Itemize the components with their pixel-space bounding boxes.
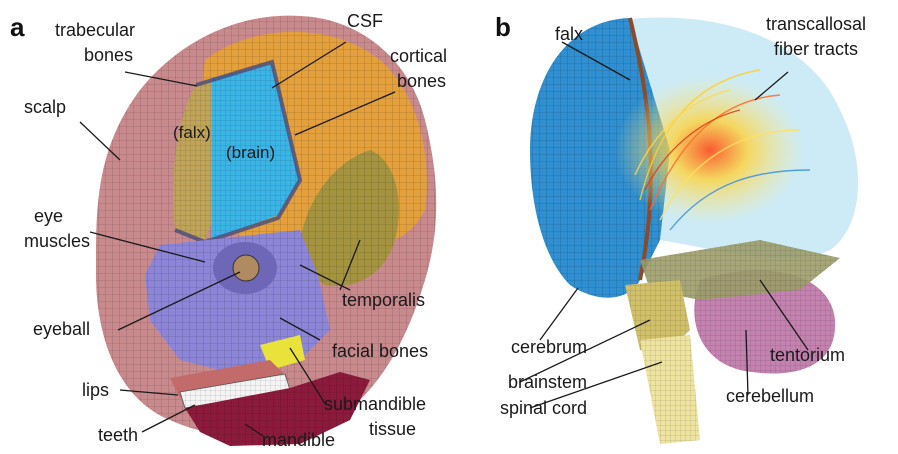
label-mandible: mandible — [262, 430, 335, 450]
label-spinal-cord: spinal cord — [500, 398, 587, 418]
label-trabecular-line1: trabecular — [55, 20, 135, 40]
label-cortical-line2: bones — [397, 71, 446, 91]
label-teeth: teeth — [98, 425, 138, 445]
label-tentorium: tentorium — [770, 345, 845, 365]
panel-letter-a: a — [10, 12, 25, 42]
label-falx: falx — [555, 24, 583, 44]
label-cerebrum: cerebrum — [511, 337, 587, 357]
label-lips: lips — [82, 380, 109, 400]
label-scalp: scalp — [24, 97, 66, 117]
label-transcallosal-fiber-tracts: transcallosal fiber tracts — [766, 14, 871, 59]
label-eye-muscles-line1: eye — [34, 206, 63, 226]
label-csf: CSF — [347, 11, 383, 31]
label-transcallosal-line1: transcallosal — [766, 14, 866, 34]
label-facial-bones: facial bones — [332, 341, 428, 361]
label-eye-muscles-line2: muscles — [24, 231, 90, 251]
label-brainstem: brainstem — [508, 372, 587, 392]
label-temporalis: temporalis — [342, 290, 425, 310]
label-trabecular-bones: trabecular bones — [55, 20, 140, 65]
eyeball-shape — [233, 255, 259, 281]
label-falx-inner: (falx) — [173, 123, 211, 142]
panel-a-illustration — [96, 16, 436, 446]
label-eyeball: eyeball — [33, 319, 90, 339]
label-cerebellum: cerebellum — [726, 386, 814, 406]
label-submandible-line1: submandible — [324, 394, 426, 414]
label-trabecular-line2: bones — [84, 45, 133, 65]
panel-letter-b: b — [495, 12, 511, 42]
label-submandible-line2: tissue — [369, 419, 416, 439]
label-transcallosal-line2: fiber tracts — [774, 39, 858, 59]
label-brain-inner: (brain) — [226, 143, 275, 162]
label-cortical-line1: cortical — [390, 46, 447, 66]
label-eye-muscles: eye muscles — [24, 206, 90, 251]
